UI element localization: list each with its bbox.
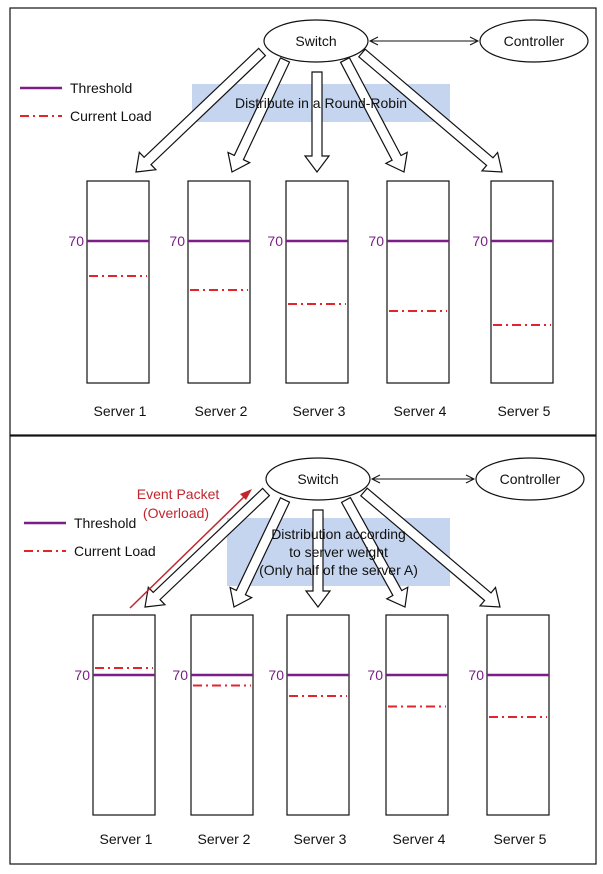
server-box — [386, 180, 450, 384]
legend-threshold-label: Threshold — [70, 80, 132, 96]
threshold-value-label: 70 — [169, 233, 185, 249]
distribution-arrow-5 — [359, 487, 501, 608]
server-label: Server 2 — [195, 403, 248, 419]
threshold-value-label: 70 — [268, 667, 284, 683]
distribution-arrow-3 — [303, 71, 331, 173]
note-text-line: Distribute in a Round-Robin — [235, 95, 407, 111]
threshold-value-label: 70 — [472, 233, 488, 249]
link-arrowhead-right — [465, 474, 476, 484]
threshold-value-label: 70 — [367, 667, 383, 683]
controller-label: Controller — [500, 471, 561, 487]
switch-label: Switch — [297, 471, 338, 487]
threshold-value-label: 70 — [468, 667, 484, 683]
threshold-value-label: 70 — [68, 233, 84, 249]
note-text-line: (Only half of the server A) — [259, 562, 418, 578]
panel-frame — [9, 7, 597, 436]
server-box — [490, 180, 554, 384]
threshold-value-label: 70 — [74, 667, 90, 683]
panel-frame — [9, 435, 597, 865]
event-packet-arrowhead — [240, 489, 252, 500]
event-packet-label: Event Packet — [137, 486, 220, 502]
controller-node — [475, 457, 585, 501]
controller-label: Controller — [504, 33, 565, 49]
threshold-value-label: 70 — [267, 233, 283, 249]
server-label: Server 5 — [498, 403, 551, 419]
distribution-arrow-5 — [357, 48, 503, 173]
note-text-line: to server weight — [289, 544, 388, 560]
switch-node — [265, 457, 371, 501]
event-packet-arrow — [129, 492, 249, 609]
server-box — [187, 180, 251, 384]
server-box — [86, 180, 150, 384]
distribution-arrow-4 — [339, 56, 408, 173]
server-label: Server 4 — [393, 831, 446, 847]
distribution-arrow-1 — [144, 487, 271, 608]
server-label: Server 4 — [394, 403, 447, 419]
distribution-arrow-2 — [229, 496, 291, 608]
server-label: Server 5 — [494, 831, 547, 847]
server-box — [190, 614, 254, 816]
server-label: Server 1 — [100, 831, 153, 847]
server-box — [286, 614, 350, 816]
server-label: Server 1 — [94, 403, 147, 419]
link-arrowhead-left — [368, 36, 379, 46]
server-label: Server 3 — [293, 403, 346, 419]
distribution-arrow-3 — [304, 509, 332, 608]
legend-threshold-label: Threshold — [74, 515, 136, 531]
controller-node — [479, 19, 589, 63]
switch-label: Switch — [295, 33, 336, 49]
threshold-value-label: 70 — [368, 233, 384, 249]
panel-2: Distribution according to server weight (O… — [9, 435, 597, 865]
distribution-arrow-1 — [135, 47, 267, 173]
server-box — [92, 614, 156, 816]
distribution-arrow-2 — [227, 57, 291, 173]
switch-node — [263, 19, 369, 63]
legend-current-load-label: Current Load — [70, 108, 152, 124]
server-label: Server 2 — [198, 831, 251, 847]
panel-1: Distribute in a Round-Robin Switch Control… — [9, 7, 597, 436]
note-text-line: Distribution according — [271, 526, 406, 542]
server-box — [285, 180, 349, 384]
distribution-arrow-4 — [340, 496, 409, 608]
threshold-value-label: 70 — [172, 667, 188, 683]
server-box — [486, 614, 550, 816]
event-packet-sublabel: (Overload) — [143, 505, 209, 521]
legend-current-load-label: Current Load — [74, 543, 156, 559]
link-arrowhead-left — [370, 474, 381, 484]
server-box — [385, 614, 449, 816]
link-arrowhead-right — [469, 36, 480, 46]
server-label: Server 3 — [294, 831, 347, 847]
